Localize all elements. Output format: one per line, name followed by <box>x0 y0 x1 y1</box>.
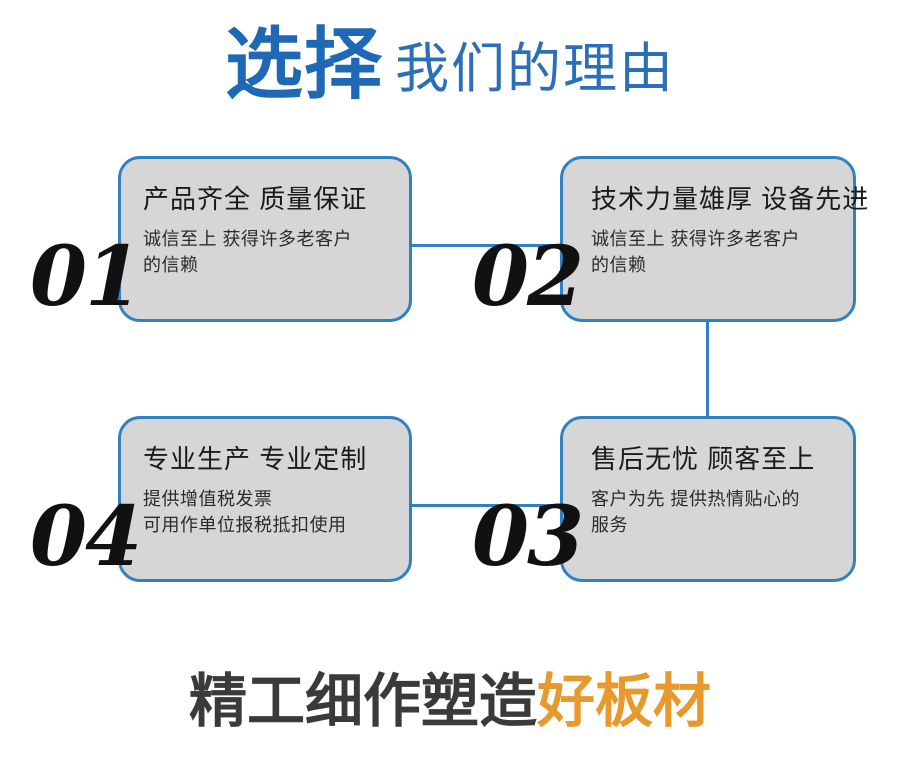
feature-card-03-body: 客户为先 提供热情贴心的 服务 <box>585 486 839 538</box>
feature-card-01-content: 产品齐全 质量保证 诚信至上 获得许多老客户 的信赖 <box>121 159 409 278</box>
feature-card-02-body-line-2: 的信赖 <box>591 254 647 275</box>
feature-card-04-body: 提供增值税发票 可用作单位报税抵扣使用 <box>143 486 395 538</box>
footer-slogan-accent: 好板材 <box>537 667 712 735</box>
feature-card-02-body-line-1: 诚信至上 获得许多老客户 <box>591 228 800 249</box>
connector-line-02-03 <box>706 318 709 418</box>
feature-card-01[interactable]: 产品齐全 质量保证 诚信至上 获得许多老客户 的信赖 <box>118 156 412 322</box>
feature-card-02-number: 02 <box>472 229 584 325</box>
feature-card-03-body-line-1: 客户为先 提供热情贴心的 <box>591 488 800 509</box>
connector-line-01-02 <box>398 244 574 247</box>
feature-card-01-body-line-2: 的信赖 <box>143 254 199 275</box>
feature-card-01-number: 01 <box>30 229 142 325</box>
feature-card-04-body-line-1: 提供增值税发票 <box>143 488 273 509</box>
feature-card-01-body-line-1: 诚信至上 获得许多老客户 <box>143 228 352 249</box>
feature-card-04-number: 04 <box>30 489 142 585</box>
connector-line-03-04 <box>398 504 574 507</box>
footer-slogan-dark: 精工细作塑造 <box>188 667 537 735</box>
feature-card-03[interactable]: 售后无忧 顾客至上 客户为先 提供热情贴心的 服务 <box>560 416 856 582</box>
page-title-strong: 选择 <box>224 20 383 110</box>
footer-slogan: 精工细作塑造好板材 <box>0 672 900 730</box>
feature-card-04-title: 专业生产 专业定制 <box>143 444 368 474</box>
feature-card-04-body-line-2: 可用作单位报税抵扣使用 <box>143 514 347 535</box>
feature-card-03-body-line-2: 服务 <box>591 514 628 535</box>
feature-card-04-content: 专业生产 专业定制 提供增值税发票 可用作单位报税抵扣使用 <box>121 419 409 538</box>
page-title-light: 我们的理由 <box>395 39 675 99</box>
feature-card-04[interactable]: 专业生产 专业定制 提供增值税发票 可用作单位报税抵扣使用 <box>118 416 412 582</box>
feature-card-02-content: 技术力量雄厚 设备先进 诚信至上 获得许多老客户 的信赖 <box>563 159 870 278</box>
feature-card-02[interactable]: 技术力量雄厚 设备先进 诚信至上 获得许多老客户 的信赖 <box>560 156 870 322</box>
feature-card-03-content: 售后无忧 顾客至上 客户为先 提供热情贴心的 服务 <box>563 419 853 538</box>
page-title: 选择我们的理由 <box>0 26 900 104</box>
feature-card-03-number: 03 <box>472 489 584 585</box>
feature-card-01-title: 产品齐全 质量保证 <box>143 184 368 214</box>
feature-card-02-title: 技术力量雄厚 设备先进 <box>591 184 870 214</box>
feature-card-03-title: 售后无忧 顾客至上 <box>591 444 816 474</box>
feature-card-01-body: 诚信至上 获得许多老客户 的信赖 <box>143 226 395 278</box>
feature-card-02-body: 诚信至上 获得许多老客户 的信赖 <box>585 226 839 278</box>
